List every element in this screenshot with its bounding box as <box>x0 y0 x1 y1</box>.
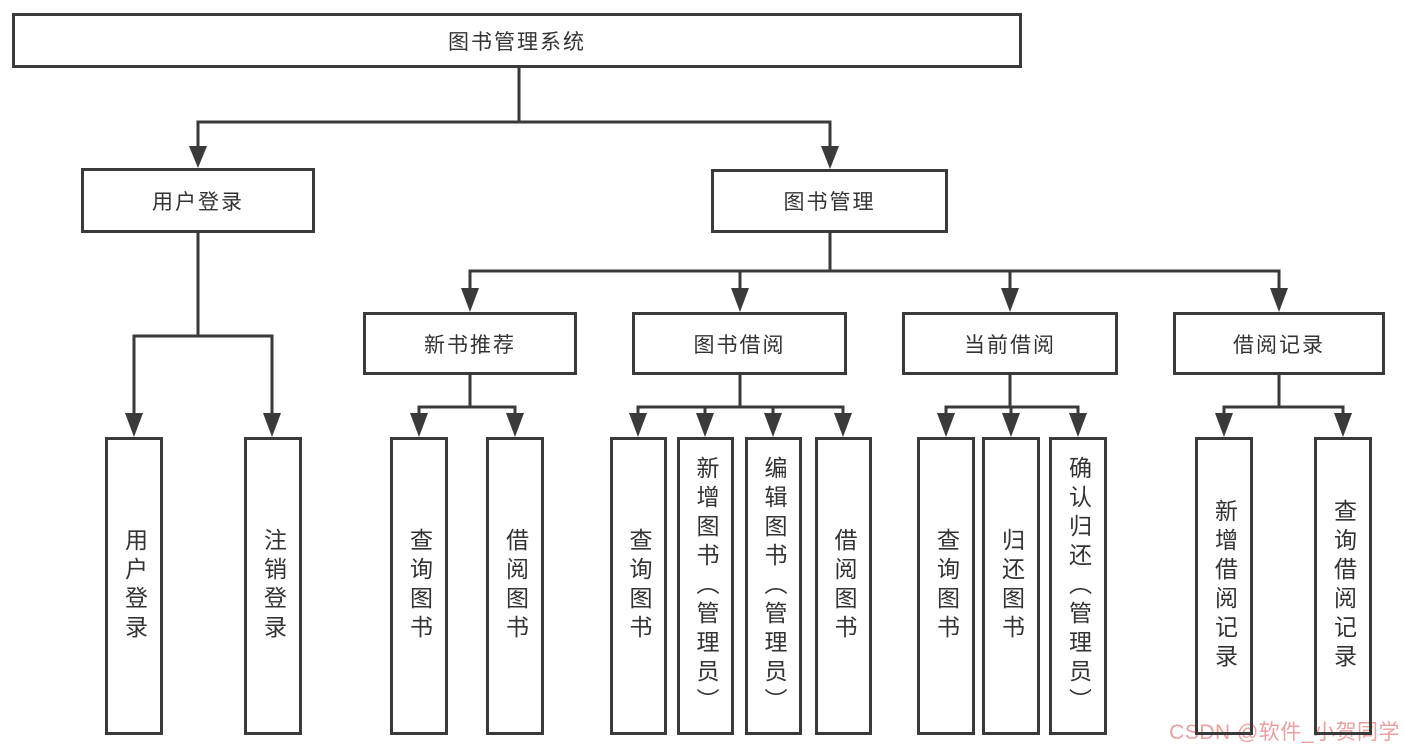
node-new-books: 新书推荐 <box>363 312 577 375</box>
leaf-borrow-book: 借阅图书 <box>815 437 872 735</box>
leaf-current-confirm-admin-label: 确认归还（管理员） <box>1065 455 1092 717</box>
leaf-borrow-edit-admin: 编辑图书（管理员） <box>745 437 802 735</box>
leaf-current-return: 归还图书 <box>982 437 1040 735</box>
node-root-label: 图书管理系统 <box>448 30 586 54</box>
leaf-user-login: 用户登录 <box>105 437 163 735</box>
leaf-borrow-add-admin-label: 新增图书（管理员） <box>693 455 719 717</box>
connector-book-mgmt <box>461 233 1288 312</box>
leaf-current-query-label: 查询图书 <box>933 528 960 644</box>
node-book-borrow: 图书借阅 <box>632 312 847 375</box>
node-new-books-label: 新书推荐 <box>424 333 516 357</box>
node-user-login-label: 用户登录 <box>152 190 244 214</box>
leaf-records-query: 查询借阅记录 <box>1314 437 1372 735</box>
leaf-records-add: 新增借阅记录 <box>1195 437 1253 735</box>
leaf-newbooks-query-label: 查询图书 <box>406 528 433 644</box>
leaf-newbooks-borrow-label: 借阅图书 <box>502 528 529 644</box>
leaf-current-query: 查询图书 <box>917 437 975 735</box>
leaf-records-add-label: 新增借阅记录 <box>1211 499 1238 673</box>
leaf-logout: 注销登录 <box>244 437 302 735</box>
connector-new-books <box>410 375 524 437</box>
leaf-logout-label: 注销登录 <box>260 528 287 644</box>
node-book-borrow-label: 图书借阅 <box>693 333 786 357</box>
leaf-current-return-label: 归还图书 <box>998 528 1025 644</box>
leaf-borrow-query-label: 查询图书 <box>626 528 652 644</box>
connector-book-borrow <box>629 375 852 437</box>
leaf-current-confirm-admin: 确认归还（管理员） <box>1049 437 1107 735</box>
connector-user-login <box>125 233 281 437</box>
node-current-borrow: 当前借阅 <box>902 312 1118 375</box>
node-current-borrow-label: 当前借阅 <box>964 333 1056 357</box>
leaf-user-login-label: 用户登录 <box>121 528 148 644</box>
leaf-newbooks-borrow: 借阅图书 <box>486 437 544 735</box>
connector-current-borrow <box>937 375 1087 437</box>
node-root: 图书管理系统 <box>12 13 1022 68</box>
connector-borrow-records <box>1215 375 1352 437</box>
leaf-borrow-query: 查询图书 <box>610 437 667 735</box>
node-book-mgmt-label: 图书管理 <box>783 191 876 214</box>
node-book-mgmt: 图书管理 <box>711 169 948 233</box>
leaf-borrow-book-label: 借阅图书 <box>831 528 857 644</box>
leaf-borrow-edit-admin-label: 编辑图书（管理员） <box>761 455 787 717</box>
node-borrow-records-label: 借阅记录 <box>1233 333 1325 357</box>
connector-root <box>189 68 839 169</box>
leaf-records-query-label: 查询借阅记录 <box>1330 499 1357 673</box>
leaf-newbooks-query: 查询图书 <box>390 437 448 735</box>
csdn-watermark: CSDN @软件_小贺同学 <box>1169 721 1400 744</box>
node-borrow-records: 借阅记录 <box>1173 312 1385 375</box>
leaf-borrow-add-admin: 新增图书（管理员） <box>677 437 734 735</box>
node-user-login: 用户登录 <box>81 168 315 233</box>
